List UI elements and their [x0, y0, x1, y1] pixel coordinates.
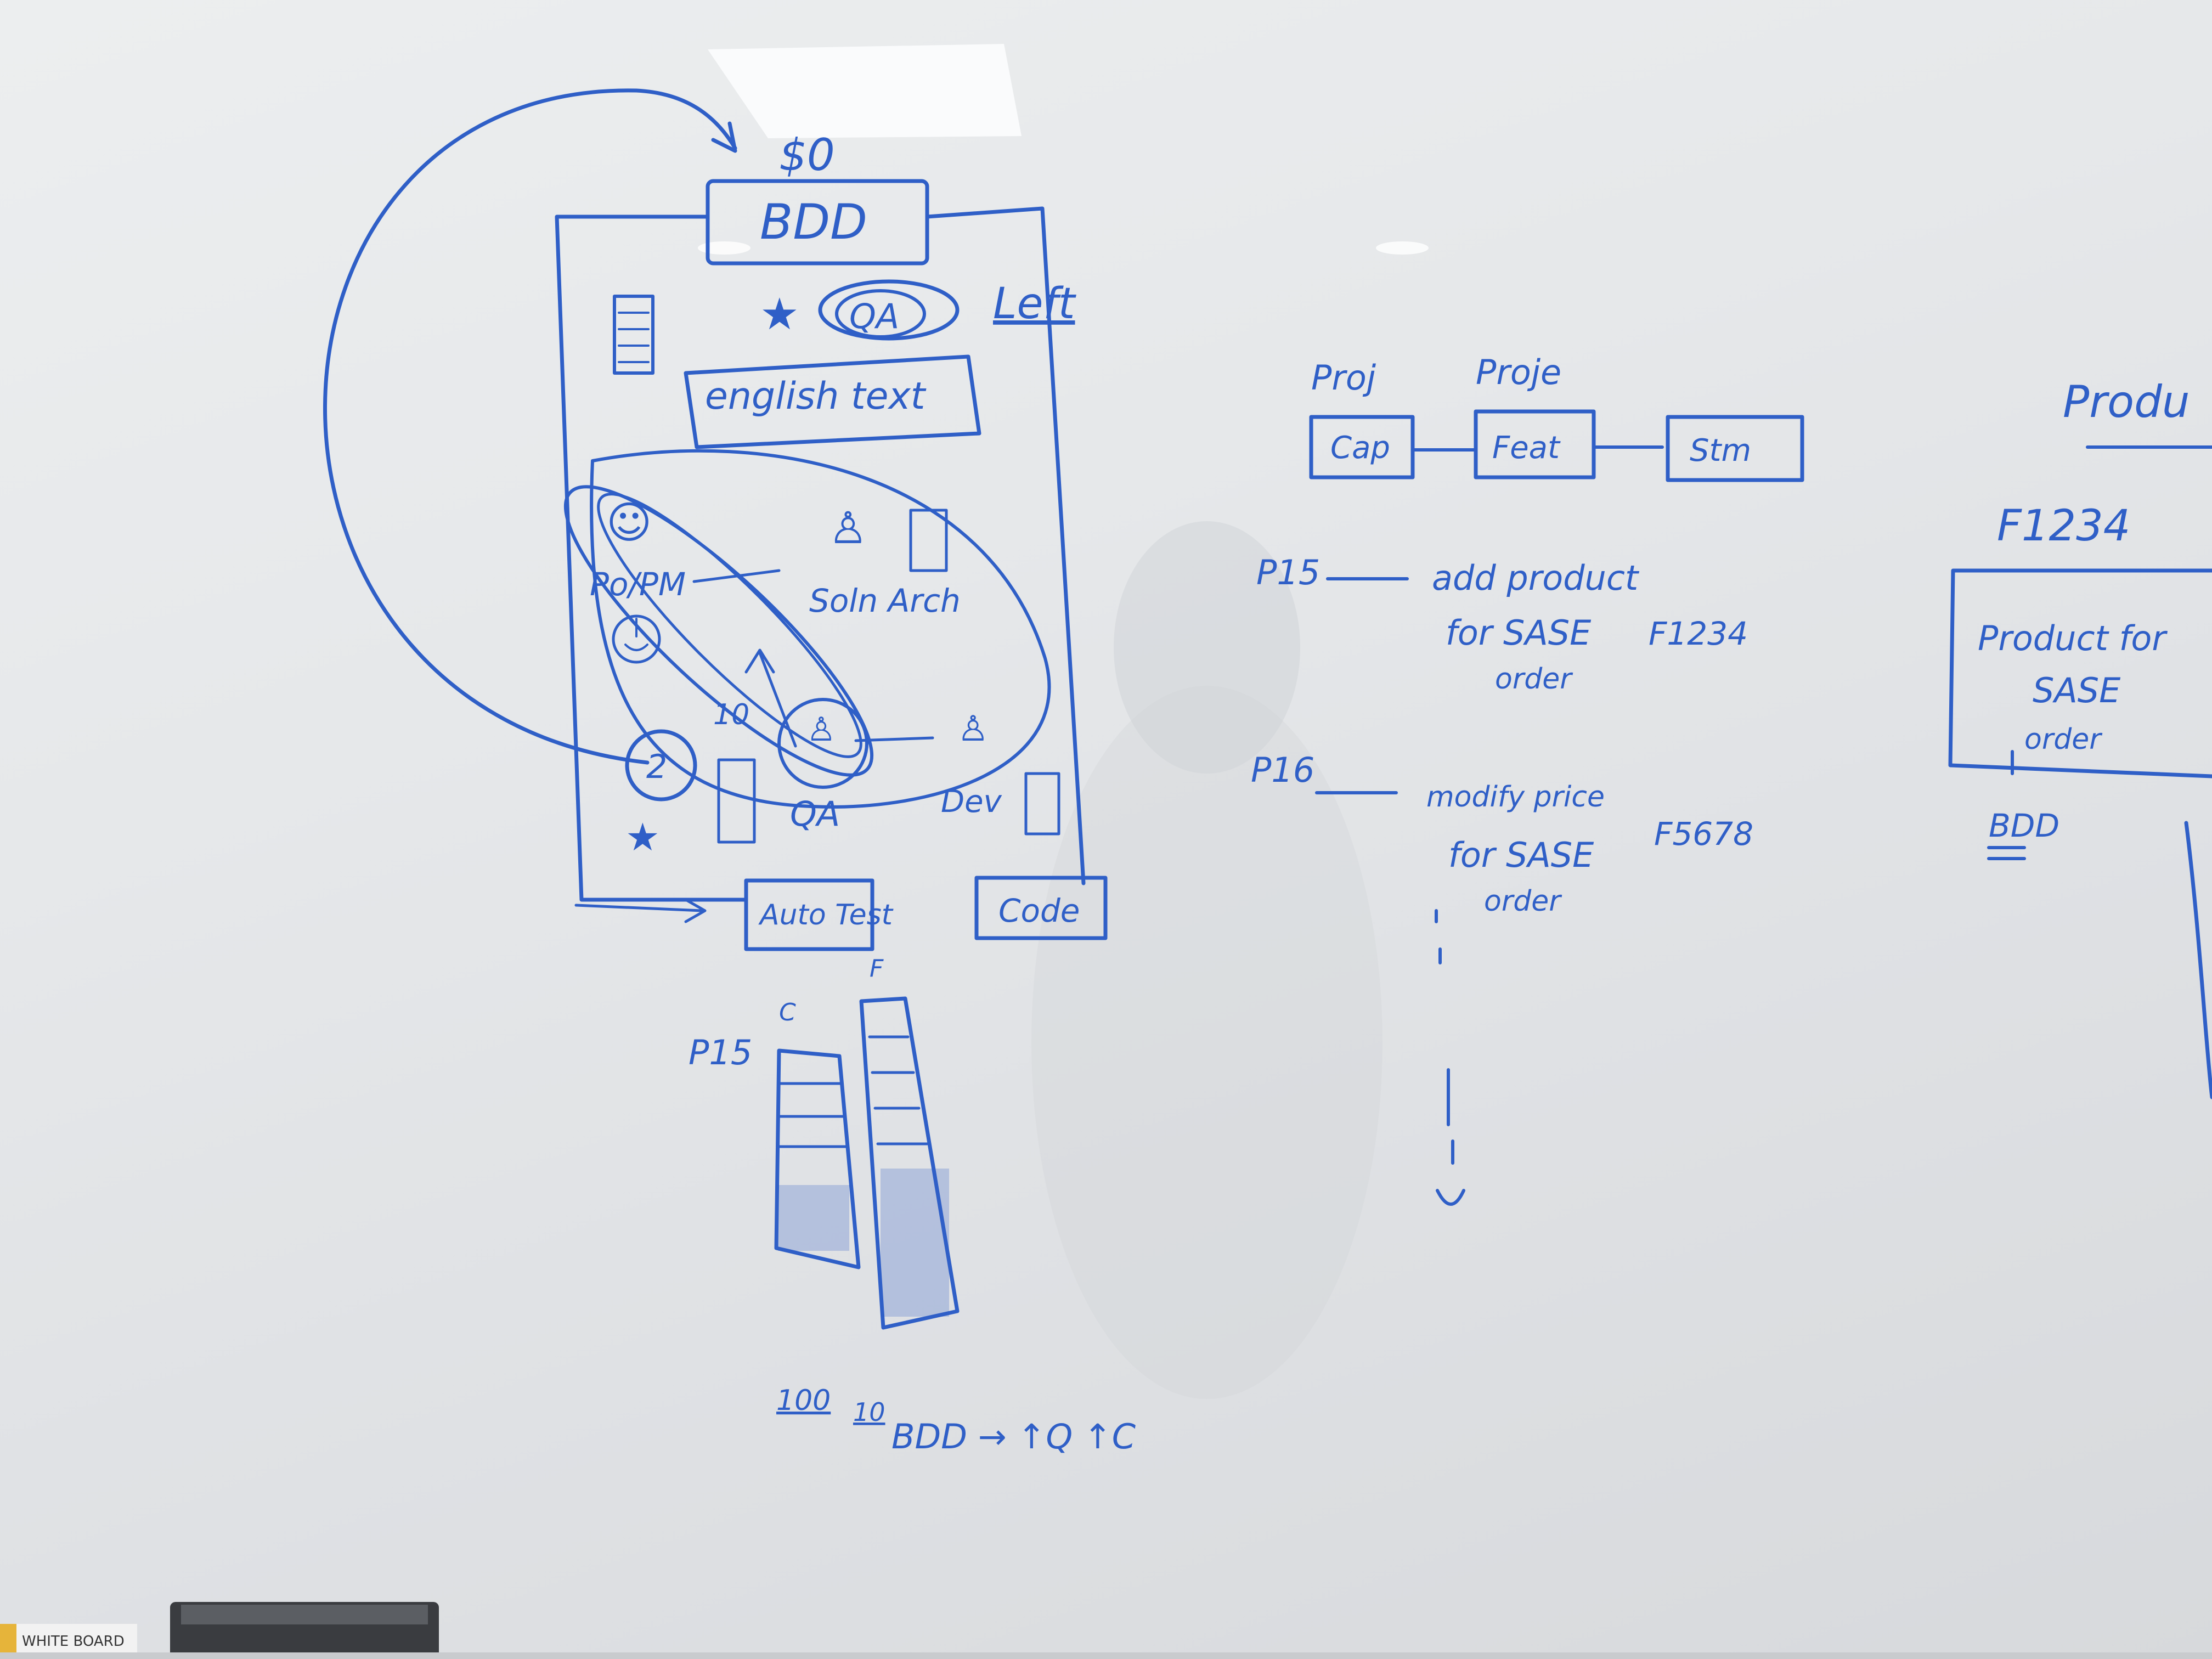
stm-box — [1666, 415, 1804, 482]
top-mark: $0 — [779, 129, 835, 180]
up-arrow — [744, 648, 797, 748]
left-diagram: $0 BDD QA ★ Left english text ☺ ♙ Po/PM … — [323, 88, 1136, 1457]
down-arrow — [1436, 1189, 1465, 1206]
po-qa-ellipse — [563, 485, 874, 777]
bottom-formula: BDD → ↑Q ↑C — [891, 1417, 1136, 1457]
outer-frame-left — [555, 215, 748, 902]
person-icon: ♙ — [828, 503, 868, 554]
bottom-100: 100 — [776, 1384, 831, 1417]
person-icon: ♙ — [957, 709, 989, 749]
right-box-line-1: Product for — [1978, 618, 2168, 658]
star-icon: ★ — [625, 815, 660, 860]
outer-frame-right — [925, 206, 1086, 885]
header-proj-1: Proj — [1311, 358, 1376, 398]
document-icon — [613, 295, 654, 375]
p16-ref: F5678 — [1654, 815, 1753, 853]
arrow — [574, 898, 707, 923]
right-heading: Produ — [2063, 376, 2190, 427]
p15-label: P15 — [1256, 552, 1320, 592]
po-qa-ellipse-inner — [597, 493, 862, 758]
po-pm-label: Po/PM — [590, 566, 686, 603]
p15-ref: F1234 — [1649, 615, 1748, 652]
document-icon — [1024, 772, 1060, 836]
right-section: Produ F1234 Product for SASE order BDD — [1948, 376, 2212, 1099]
board-tray — [0, 1652, 2212, 1659]
feat-box-label: Feat — [1492, 430, 1561, 466]
qa-oval-inner — [835, 289, 926, 338]
person-icon: ☺ — [606, 497, 652, 548]
dev-label: Dev — [941, 784, 1002, 820]
column-f — [859, 996, 960, 1330]
right-box-line-2: SASE — [2033, 670, 2121, 710]
p16-line-3: order — [1484, 885, 1562, 918]
qa-circle — [777, 698, 868, 789]
header-proj-2: Proje — [1476, 352, 1561, 392]
auto-test-box — [744, 878, 874, 951]
p15-line-3: order — [1495, 663, 1573, 696]
hatched-area — [778, 1185, 849, 1251]
p15-line-1: add product — [1432, 558, 1640, 598]
bdd-box-label: BDD — [760, 194, 867, 250]
middle-section: Proj Proje Cap Feat Stm P15 add product … — [1251, 352, 1804, 1206]
p16-line-1: modify price — [1426, 781, 1605, 814]
soln-arch-label: Soln Arch — [809, 582, 961, 619]
person-icon: ♙ — [806, 710, 836, 749]
light-reflection-small — [698, 241, 751, 255]
hatched-area — [881, 1169, 949, 1317]
f1234-label: F1234 — [1997, 501, 2130, 551]
person-reflection — [1031, 686, 1383, 1399]
team-loop — [590, 449, 1051, 809]
document-icon — [717, 758, 756, 844]
right-box — [1948, 568, 2212, 778]
bottom-10: 10 — [853, 1397, 885, 1427]
dotted-line — [1435, 909, 1454, 1165]
bdd-box — [706, 179, 929, 266]
column-c — [774, 1048, 861, 1269]
code-label: Code — [998, 892, 1080, 929]
star-icon: ★ — [760, 289, 799, 340]
feat-box — [1474, 409, 1596, 479]
english-text-box — [684, 354, 981, 449]
number-10: 10 — [713, 698, 749, 731]
loop-arrow — [323, 88, 737, 765]
cap-box — [1309, 415, 1415, 479]
qa-label-top: QA — [849, 296, 899, 336]
right-box-line-3: order — [2024, 723, 2103, 756]
marker-label: WHITE BOARD — [22, 1633, 125, 1650]
light-reflection — [708, 44, 1022, 138]
p15-line-2: for SASE — [1446, 613, 1592, 653]
english-text-label: english text — [705, 375, 927, 418]
stm-box-label: Stm — [1690, 433, 1751, 469]
left-label: Left — [993, 279, 1076, 329]
qa-label: QA — [790, 794, 840, 834]
p15-label-left: P15 — [689, 1032, 752, 1073]
cap-box-label: Cap — [1330, 430, 1390, 466]
number-2: 2 — [646, 748, 667, 786]
person-reflection — [1114, 521, 1300, 774]
light-reflection-small — [1376, 241, 1429, 255]
count-circle — [625, 729, 697, 802]
arrow-head — [711, 121, 737, 153]
clock-icon — [612, 614, 661, 664]
code-box — [974, 876, 1108, 940]
col-c-label: C — [779, 998, 796, 1026]
p16-label: P16 — [1251, 750, 1314, 790]
p16-line-2: for SASE — [1448, 835, 1594, 875]
auto-test-label: Auto Test — [758, 899, 894, 932]
col-f-label: F — [870, 955, 884, 983]
document-icon — [909, 509, 948, 572]
qa-oval — [818, 279, 960, 341]
right-bdd-label: BDD — [1989, 807, 2059, 844]
